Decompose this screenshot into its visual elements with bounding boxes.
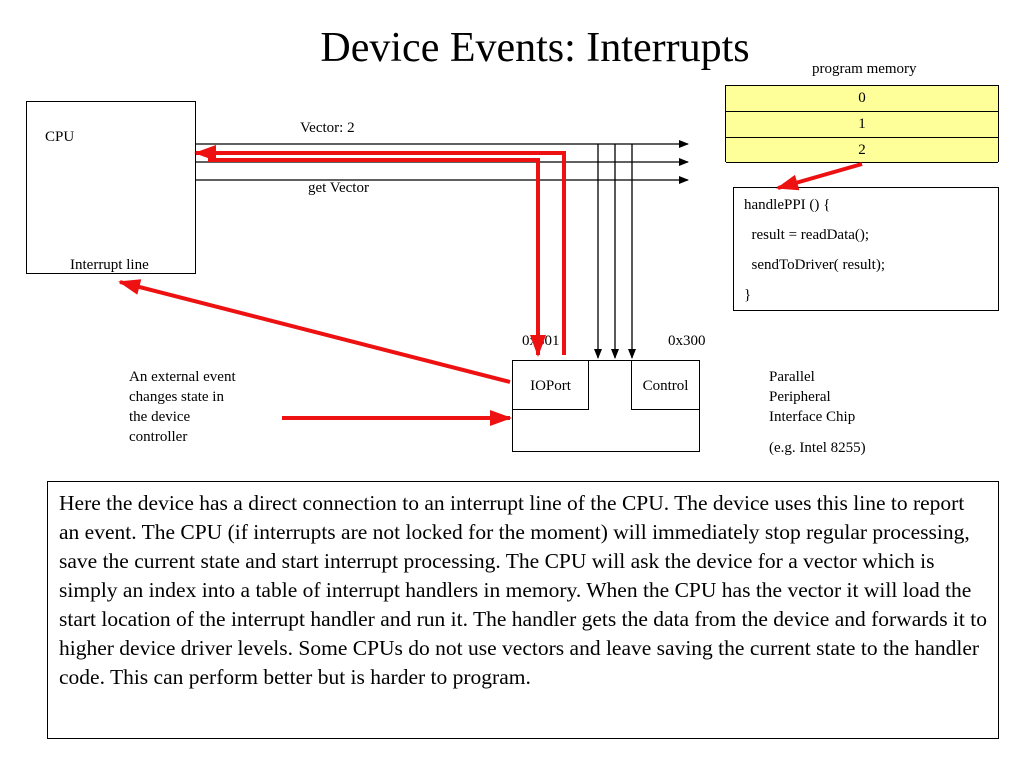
page-title: Device Events: Interrupts <box>320 25 750 71</box>
code-line: handlePPI () { <box>744 197 831 213</box>
vector-return-arrow <box>194 145 566 355</box>
external-event-text: An external event changes state in the d… <box>129 369 236 445</box>
code-line: sendToDriver( result); <box>744 257 886 273</box>
explanation-box: Here the device has a direct connection … <box>47 481 999 739</box>
interrupt-line-label: Interrupt line <box>70 257 149 273</box>
control-box: Control <box>631 360 700 410</box>
program-memory-label: program memory <box>812 61 917 77</box>
vector-lookup-arrow <box>776 162 863 191</box>
vector-label: Vector: 2 <box>300 120 355 136</box>
handler-code-box: handlePPI () { result = readData(); send… <box>733 187 999 311</box>
memory-cell-1: 1 <box>726 112 998 138</box>
chip-name: Parallel Peripheral Interface Chip <box>769 369 856 425</box>
interrupt-arrow <box>118 279 511 384</box>
code-line: } <box>744 287 752 303</box>
memory-cell-2: 2 <box>726 138 998 163</box>
memory-cell-0: 0 <box>726 86 998 112</box>
chip-example: (e.g. Intel 8255) <box>769 440 866 456</box>
code-line: result = readData(); <box>744 227 870 243</box>
program-memory-table: 0 1 2 <box>725 85 999 163</box>
ioport-box: IOPort <box>512 360 589 410</box>
get-vector-arrow <box>208 158 546 357</box>
port-address-right: 0x300 <box>668 333 706 349</box>
cpu-label: CPU <box>45 129 75 145</box>
ioport-label: IOPort <box>530 378 571 394</box>
get-vector-label: get Vector <box>308 180 369 196</box>
cpu-box: CPU Interrupt line <box>26 101 196 274</box>
control-label: Control <box>642 378 689 394</box>
